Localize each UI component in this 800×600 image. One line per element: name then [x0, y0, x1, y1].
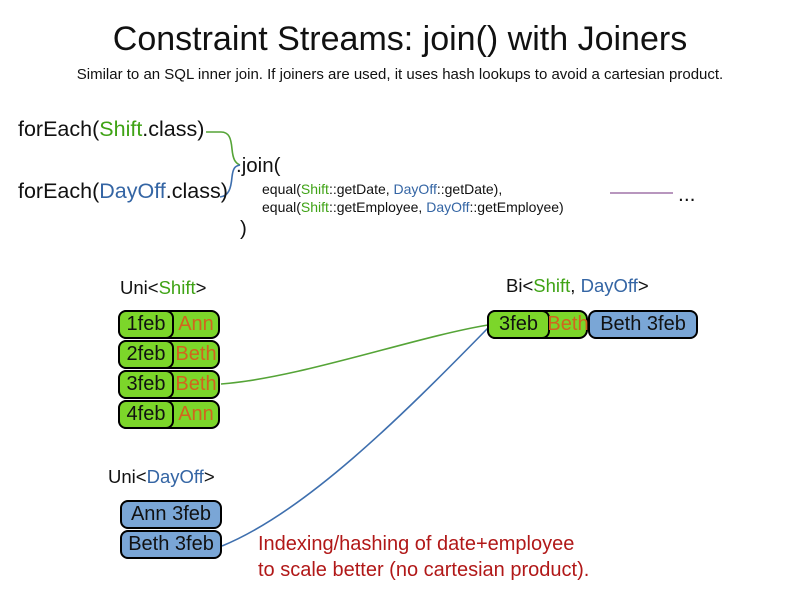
bi-shift-dayoff-label: Bi<Shift, DayOff>	[506, 275, 649, 297]
dayoff-type-token: DayOff	[146, 466, 204, 487]
shift-row: 1feb Ann	[118, 310, 220, 339]
label-post: >	[637, 275, 649, 296]
foreach-suffix: .class)	[142, 117, 205, 141]
equal-suffix: ::getDate),	[436, 181, 503, 197]
label-post: >	[203, 466, 215, 487]
note-line-1: Indexing/hashing of date+employee	[258, 533, 575, 555]
join-open-token: .join(	[236, 154, 281, 177]
label-pre: Uni<	[108, 466, 147, 487]
shift-class-token: Shift	[99, 117, 143, 141]
equal-suffix: ::getEmployee)	[469, 199, 564, 215]
shift-token: Shift	[300, 181, 329, 197]
dayoff-row: Beth 3feb	[120, 530, 222, 559]
dayoff-class-token: DayOff	[99, 179, 166, 203]
dayoff-row: Ann 3feb	[120, 500, 222, 529]
foreach-dayoff-line: forEach(DayOff.class)	[18, 179, 228, 204]
shift-date-cell: 3feb	[118, 370, 174, 399]
join-close-token: )	[240, 217, 247, 240]
shift-date-cell: 4feb	[118, 400, 174, 429]
shift-date-cell: 2feb	[118, 340, 174, 369]
indexing-note: Indexing/hashing of date+employee to sca…	[258, 531, 589, 583]
shift-type-token: Shift	[158, 277, 196, 298]
bi-shift-part: 3feb Beth	[487, 310, 589, 339]
uni-dayoff-label: Uni<DayOff>	[108, 466, 215, 488]
equal-prefix: equal(	[262, 181, 301, 197]
shift-employee-cell: Beth	[175, 343, 217, 365]
dayoff-token: DayOff	[393, 181, 437, 197]
page-title: Constraint Streams: join() with Joiners	[112, 20, 688, 58]
label-pre: Uni<	[120, 277, 159, 298]
bi-shift-employee-cell: Beth	[547, 313, 589, 335]
joiner-equal-date-line: equal(Shift::getDate, DayOff::getDate),	[262, 181, 502, 197]
equal-middle: ::getDate,	[328, 181, 394, 197]
shift-row: 3feb Beth	[118, 370, 220, 399]
note-line-2: to scale better (no cartesian product).	[258, 559, 590, 581]
label-post: >	[195, 277, 207, 298]
shift-date-cell: 1feb	[118, 310, 174, 339]
equal-prefix: equal(	[262, 199, 301, 215]
shift-row: 4feb Ann	[118, 400, 220, 429]
shift-employee-cell: Beth	[175, 373, 217, 395]
shift-employee-cell: Ann	[178, 403, 214, 425]
uni-shift-label: Uni<Shift>	[120, 277, 206, 299]
shift-employee-cell: Ann	[178, 313, 214, 335]
more-joiners-ellipsis: ...	[678, 183, 696, 206]
dayoff-type-token: DayOff	[580, 275, 638, 296]
foreach-suffix: .class)	[165, 179, 228, 203]
joiner-equal-employee-line: equal(Shift::getEmployee, DayOff::getEmp…	[262, 199, 564, 215]
equal-middle: ::getEmployee,	[328, 199, 427, 215]
shift-join-brace-line	[206, 131, 241, 166]
foreach-shift-line: forEach(Shift.class)	[18, 117, 204, 142]
shift-type-token: Shift	[533, 275, 571, 296]
foreach-prefix: forEach(	[18, 117, 100, 141]
shift-token: Shift	[300, 199, 329, 215]
label-pre: Bi<	[506, 275, 534, 296]
bi-shift-date-cell: 3feb	[487, 310, 550, 339]
label-sep: ,	[570, 275, 581, 296]
shift-row: 2feb Beth	[118, 340, 220, 369]
bi-dayoff-part: Beth 3feb	[588, 310, 698, 339]
foreach-prefix: forEach(	[18, 179, 100, 203]
dayoff-row-connector-line	[221, 327, 489, 547]
shift-row-connector-line	[220, 324, 489, 385]
dayoff-token: DayOff	[426, 199, 470, 215]
page-subtitle: Similar to an SQL inner join. If joiners…	[76, 66, 724, 83]
